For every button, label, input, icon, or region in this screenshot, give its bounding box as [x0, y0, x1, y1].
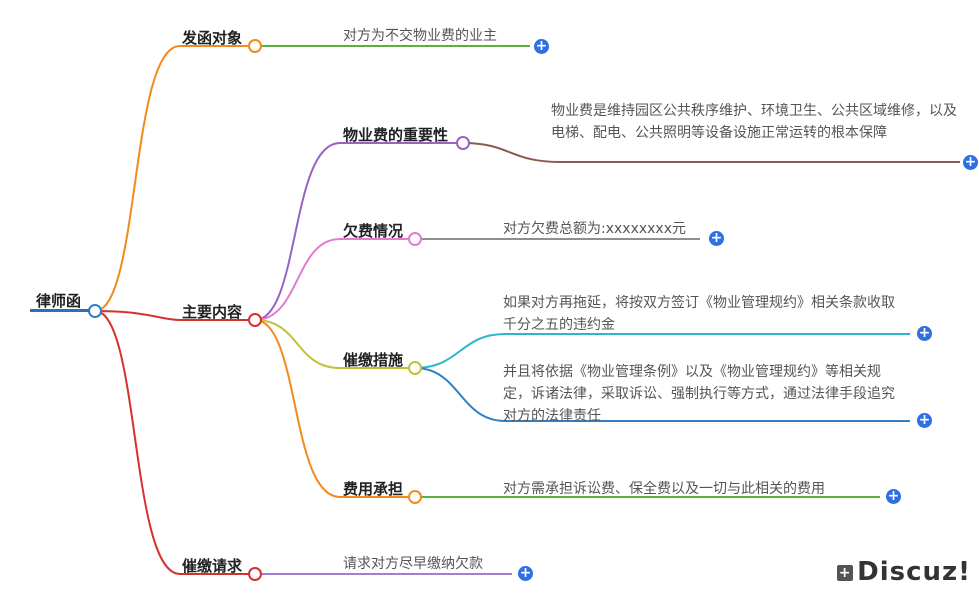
node-root-circle: [88, 304, 102, 318]
connector-main-arrears: [254, 238, 415, 321]
branch-target-label[interactable]: 发函对象: [182, 29, 243, 47]
connector-root-main: [94, 310, 255, 321]
node-request-circle: [248, 567, 262, 581]
branch-importance-label[interactable]: 物业费的重要性: [343, 126, 449, 144]
leaf-target-text[interactable]: 对方为不交物业费的业主: [343, 28, 497, 44]
node-measures-circle: [408, 361, 422, 375]
connector-measures-leaf2: [414, 367, 910, 422]
watermark-plus-icon: +: [837, 564, 854, 581]
branch-arrears-label[interactable]: 欠费情况: [343, 222, 404, 240]
branch-request-label[interactable]: 催缴请求: [182, 557, 243, 575]
root-node-label[interactable]: 律师函: [36, 292, 82, 310]
connector-main-measures: [254, 319, 415, 369]
connector-main-costs: [254, 319, 415, 498]
root-underline: [30, 309, 90, 312]
node-costs-circle: [408, 490, 422, 504]
node-arrears-circle: [408, 232, 422, 246]
branch-main-label[interactable]: 主要内容: [182, 303, 243, 321]
connector-measures-leaf1: [414, 333, 910, 369]
leaf-request-text[interactable]: 请求对方尽早缴纳欠款: [343, 556, 483, 572]
node-importance-circle: [456, 136, 470, 150]
discuz-watermark: +Discuz!: [837, 557, 971, 587]
connector-root-request: [94, 310, 255, 575]
node-target-circle: [248, 39, 262, 53]
branch-measures-label[interactable]: 催缴措施: [343, 351, 404, 369]
expand-importance-button[interactable]: +: [963, 154, 978, 170]
leaf-measures-text-1[interactable]: 如果对方再拖延，将按双方签订《物业管理规约》相关条款收取千分之五的违约金: [503, 295, 895, 333]
branch-costs-label[interactable]: 费用承担: [343, 480, 404, 498]
connector-importance-leaf: [462, 142, 960, 163]
expand-costs-button[interactable]: +: [886, 488, 901, 504]
expand-measures-1-button[interactable]: +: [917, 325, 932, 341]
expand-measures-2-button[interactable]: +: [917, 412, 932, 428]
leaf-measures-text-2[interactable]: 并且将依据《物业管理条例》以及《物业管理规约》等相关规定，诉诸法律，采取诉讼、强…: [503, 364, 895, 424]
connector-main-importance: [254, 142, 463, 321]
expand-arrears-button[interactable]: +: [709, 230, 724, 246]
node-main-circle: [248, 313, 262, 327]
leaf-costs-text[interactable]: 对方需承担诉讼费、保全费以及一切与此相关的费用: [503, 481, 825, 497]
expand-target-button[interactable]: +: [534, 38, 549, 54]
expand-request-button[interactable]: +: [518, 565, 533, 581]
leaf-importance-text[interactable]: 物业费是维持园区公共秩序维护、环境卫生、公共区域维修，以及电梯、配电、公共照明等…: [551, 103, 957, 141]
connector-root-target: [94, 45, 255, 312]
watermark-text: Discuz!: [857, 557, 971, 587]
leaf-arrears-text[interactable]: 对方欠费总额为:xxxxxxxx元: [503, 221, 686, 237]
